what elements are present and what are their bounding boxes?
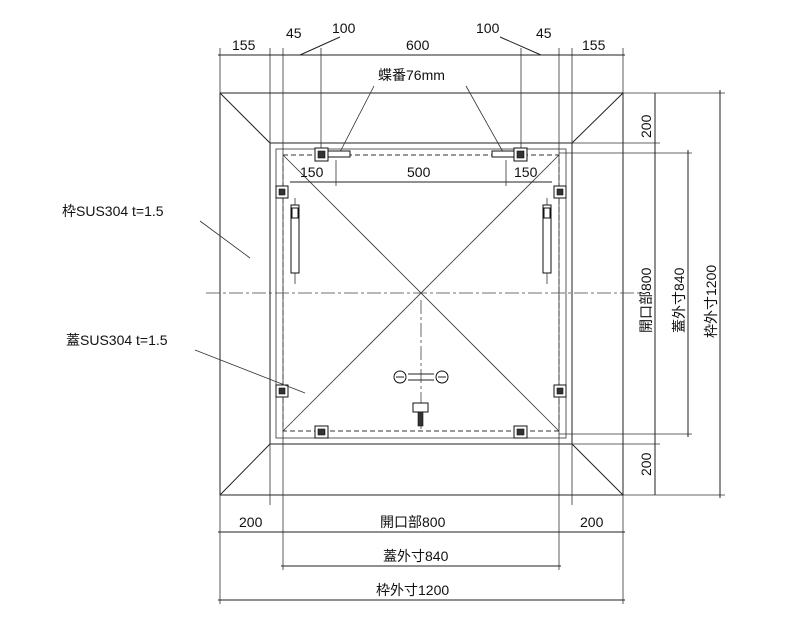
dim-top-right-margin: 155 [582,37,606,53]
latch-bottom-right [513,425,528,439]
bracket-right-lower [553,384,567,398]
bottom-dimension-lines [218,531,625,601]
top-dimension-line [218,36,625,56]
dim-top-right-hinge-offset: 100 [476,20,500,36]
dim-top-left-hinge-offset: 100 [332,20,356,36]
dim-bottom-lid-outer: 蓋外寸840 [383,548,449,564]
extension-lines [219,48,725,604]
frame-material-label: 枠SUS304 t=1.5 [62,203,164,219]
handle-symbol [393,370,449,384]
latch-bottom-left [314,425,329,439]
dim-top-right-offset: 45 [536,25,552,41]
dim-bottom-frame-outer: 枠外寸1200 [376,582,449,598]
dim-hinge-center: 500 [407,164,431,180]
bracket-left-upper [275,185,289,199]
bracket-left-lower [275,384,289,398]
gas-strut-right [542,198,552,284]
lock-fitting [412,402,429,427]
dim-top-center-span: 600 [406,37,430,53]
dim-hinge-left: 150 [300,164,324,180]
gas-strut-left [290,198,300,284]
dim-right-opening: 開口部800 [638,267,654,333]
dim-right-frame-outer: 枠外寸1200 [703,265,719,338]
dim-right-lid-outer: 蓋外寸840 [671,267,687,333]
dim-bottom-opening: 開口部800 [380,514,446,530]
hinge-dimension-line [290,160,552,186]
dim-bottom-left-margin: 200 [239,514,263,530]
right-dimension-lines [654,90,721,498]
hinge-leaders [339,85,504,153]
dim-right-bottom-margin: 200 [638,452,654,476]
dim-top-left-margin: 155 [232,37,256,53]
frame-outline [219,92,624,496]
dim-top-left-offset: 45 [286,25,302,41]
hinge-top-right [491,147,528,162]
dim-hinge-right: 150 [514,164,538,180]
hinge-label: 蝶番76mm [378,67,445,83]
center-lines [206,292,640,430]
lid-leader [194,349,306,394]
frame-leader [199,220,251,259]
bracket-right-upper [553,185,567,199]
dim-bottom-right-margin: 200 [580,514,604,530]
hinge-top-left [314,147,351,162]
lid-material-label: 蓋SUS304 t=1.5 [66,332,168,348]
dim-right-top-margin: 200 [638,114,654,138]
